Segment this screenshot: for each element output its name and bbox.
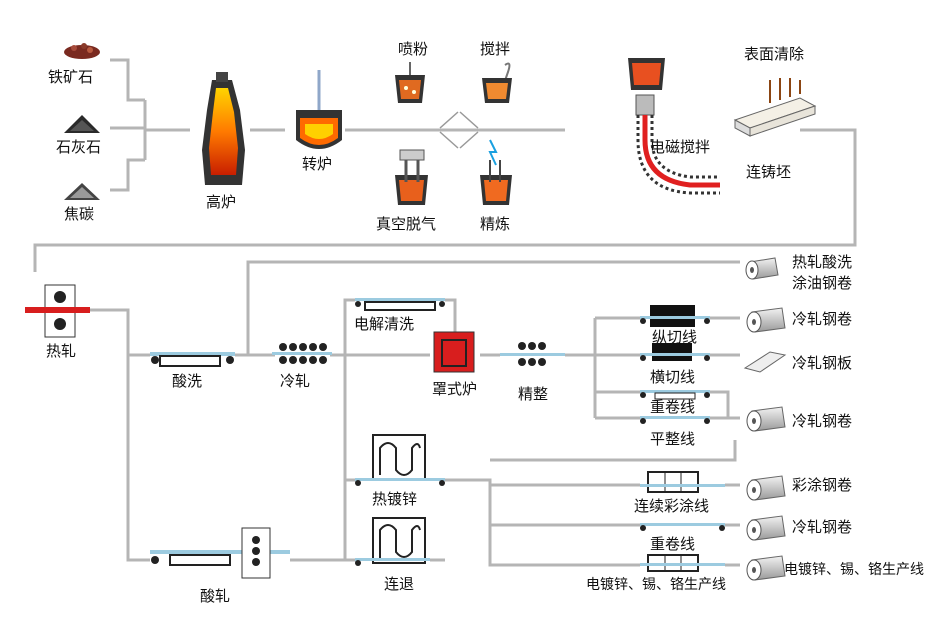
label-coke: 焦碳 bbox=[64, 205, 95, 223]
label-product-color-coated: 彩涂钢卷 bbox=[792, 476, 853, 494]
label-hot-dip-galvanizing: 热镀锌 bbox=[372, 490, 418, 508]
iron-ore-icon bbox=[64, 43, 100, 59]
label-cold-rolling: 冷轧 bbox=[280, 372, 311, 390]
slab-icon bbox=[733, 78, 817, 137]
finishing-icon bbox=[500, 342, 565, 366]
bell-furnace-icon bbox=[433, 331, 475, 373]
slitting-line-icon bbox=[640, 305, 710, 327]
leveling-line-icon bbox=[640, 416, 710, 424]
label-finishing: 精整 bbox=[518, 385, 549, 403]
label-refining: 精炼 bbox=[480, 215, 511, 233]
label-product-cold-sheet: 冷轧钢板 bbox=[792, 354, 853, 372]
recoiling-line-2-icon bbox=[640, 523, 725, 531]
pickling-rolling-icon bbox=[150, 527, 290, 579]
label-electrolytic-cleaning: 电解清洗 bbox=[354, 315, 415, 333]
flow-splitter bbox=[439, 111, 479, 149]
color-coating-line-icon bbox=[640, 471, 725, 493]
label-continuous-annealing: 连退 bbox=[384, 575, 415, 593]
vacuum-degassing-icon bbox=[395, 149, 428, 205]
label-product-cold-coil-1: 冷轧钢卷 bbox=[792, 310, 853, 328]
label-stirring: 搅拌 bbox=[480, 40, 511, 58]
label-product-hot-pickled: 热轧酸洗 bbox=[792, 253, 853, 271]
cold-rolling-icon bbox=[272, 343, 332, 364]
label-slitting-line: 纵切线 bbox=[652, 328, 698, 346]
cold-sheet-icon bbox=[743, 351, 787, 373]
stirring-icon bbox=[482, 62, 512, 103]
label-surface-cleaning: 表面清除 bbox=[744, 45, 805, 63]
electroplating-line-icon bbox=[640, 554, 725, 572]
label-blast-furnace: 高炉 bbox=[206, 193, 237, 211]
continuous-annealing-icon bbox=[355, 517, 430, 566]
refining-icon bbox=[480, 139, 512, 205]
coil-cold-1-icon bbox=[746, 307, 786, 333]
label-converter: 转炉 bbox=[302, 155, 333, 173]
limestone-icon bbox=[64, 115, 100, 133]
label-hot-rolling: 热轧 bbox=[46, 342, 77, 360]
hot-dip-galvanizing-icon bbox=[355, 434, 445, 486]
label-product-hot-pickled-2: 涂油钢卷 bbox=[792, 274, 853, 292]
label-product-cold-coil-2: 冷轧钢卷 bbox=[792, 412, 853, 430]
coil-electroplated-icon bbox=[746, 555, 786, 581]
continuous-casting-icon bbox=[628, 58, 720, 195]
label-leveling-line: 平整线 bbox=[650, 430, 696, 448]
label-powder-injection: 喷粉 bbox=[398, 40, 429, 58]
label-bell-furnace: 罩式炉 bbox=[432, 380, 478, 398]
blast-furnace-icon bbox=[202, 72, 245, 185]
label-slab: 连铸坯 bbox=[746, 163, 792, 181]
label-color-coating-line: 连续彩涂线 bbox=[634, 497, 710, 515]
coil-cold-2-icon bbox=[746, 406, 786, 432]
coke-icon bbox=[64, 183, 100, 200]
hot-rolling-icon bbox=[25, 284, 90, 338]
label-electroplating-line: 电镀锌、锡、铬生产线 bbox=[586, 577, 726, 593]
label-recoiling-line: 重卷线 bbox=[650, 398, 696, 416]
label-cross-cutting-line: 横切线 bbox=[650, 368, 696, 386]
coil-cold-3-icon bbox=[746, 515, 786, 541]
label-recoiling-line-2: 重卷线 bbox=[650, 535, 696, 553]
coil-hot-pickled-icon bbox=[745, 257, 779, 280]
label-iron-ore: 铁矿石 bbox=[48, 68, 94, 86]
cross-cutting-line-icon bbox=[640, 343, 710, 361]
label-product-cold-coil-3: 冷轧钢卷 bbox=[792, 518, 853, 536]
label-limestone: 石灰石 bbox=[56, 138, 102, 156]
label-pickling: 酸洗 bbox=[172, 372, 203, 390]
label-pickling-rolling: 酸轧 bbox=[200, 587, 231, 605]
label-product-electroplated: 电镀锌、锡、铬生产线 bbox=[784, 562, 924, 578]
pickling-line-icon bbox=[150, 352, 235, 367]
coil-color-coated-icon bbox=[746, 475, 786, 501]
recoiling-line-icon bbox=[640, 390, 710, 400]
label-em-stirring: 电磁搅拌 bbox=[650, 138, 711, 156]
powder-injection-icon bbox=[395, 62, 425, 103]
electrolytic-cleaning-icon bbox=[355, 298, 445, 311]
label-vacuum-degassing: 真空脱气 bbox=[376, 215, 437, 233]
converter-icon bbox=[296, 70, 342, 149]
